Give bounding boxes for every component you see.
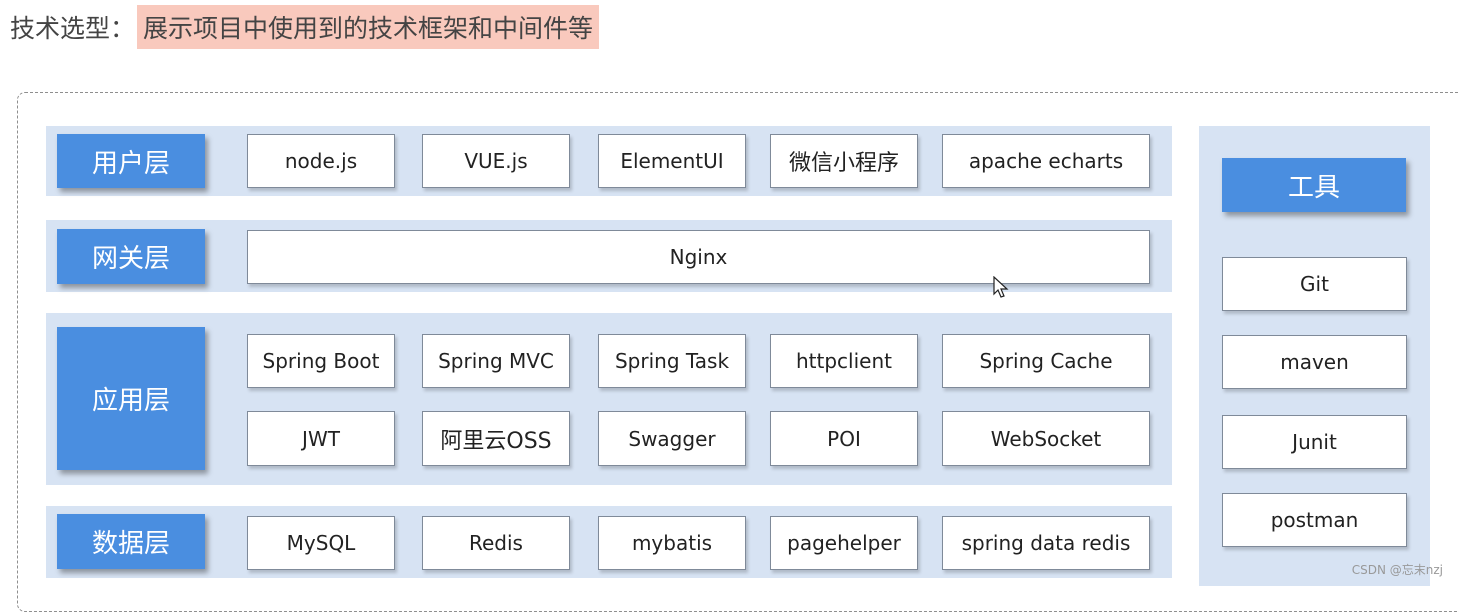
page-heading: 技术选型： 展示项目中使用到的技术框架和中间件等: [10, 5, 600, 49]
user-layer-label: 用户层: [57, 134, 205, 188]
tool-junit: Junit: [1222, 415, 1407, 469]
tech-poi: POI: [770, 411, 918, 466]
tech-spring-task: Spring Task: [598, 334, 746, 388]
heading-highlight: 展示项目中使用到的技术框架和中间件等: [137, 5, 600, 49]
tech-pagehelper: pagehelper: [770, 516, 918, 570]
heading-label: 技术选型：: [10, 14, 136, 43]
tech-redis: Redis: [422, 516, 570, 570]
tech-mysql: MySQL: [247, 516, 395, 570]
tech-httpclient: httpclient: [770, 334, 918, 388]
data-layer-label: 数据层: [57, 514, 205, 569]
gateway-layer-label: 网关层: [57, 229, 205, 284]
tool-postman: postman: [1222, 493, 1407, 547]
tech-swagger: Swagger: [598, 411, 746, 466]
watermark: CSDN @忘末nzj: [1351, 563, 1443, 577]
tech-node-js: node.js: [247, 134, 395, 188]
tech-jwt: JWT: [247, 411, 395, 466]
tech-websocket: WebSocket: [942, 411, 1150, 466]
tech-vue-js: VUE.js: [422, 134, 570, 188]
tech-wechat-miniprogram: 微信小程序: [770, 134, 918, 188]
tools-label: 工具: [1222, 158, 1406, 212]
tech-spring-data-redis: spring data redis: [942, 516, 1150, 570]
tech-elementui: ElementUI: [598, 134, 746, 188]
tech-nginx: Nginx: [247, 230, 1150, 284]
mouse-cursor-icon: [993, 276, 1009, 298]
tech-apache-echarts: apache echarts: [942, 134, 1150, 188]
tech-spring-cache: Spring Cache: [942, 334, 1150, 388]
tech-mybatis: mybatis: [598, 516, 746, 570]
tool-maven: maven: [1222, 335, 1407, 389]
tech-aliyun-oss: 阿里云OSS: [422, 411, 570, 466]
tool-git: Git: [1222, 257, 1407, 311]
tech-spring-boot: Spring Boot: [247, 334, 395, 388]
application-layer-label: 应用层: [57, 327, 205, 470]
tech-spring-mvc: Spring MVC: [422, 334, 570, 388]
